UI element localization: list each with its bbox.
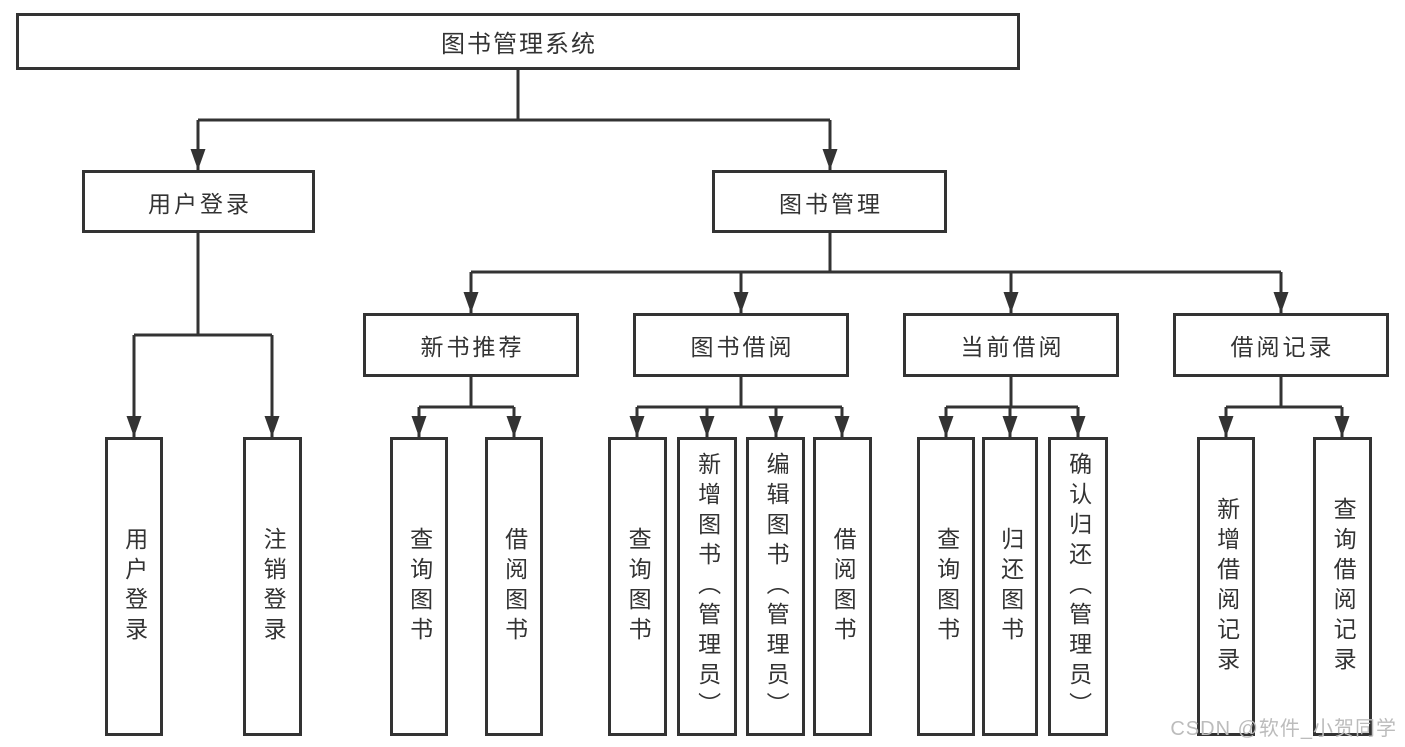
node-new-book-recommend: 新书推荐 [363, 313, 579, 377]
connector-new-book-recommend-to-leaves [411, 377, 522, 437]
leaf-current-confirm-return-admin: 确认归还（管理员） [1048, 437, 1108, 736]
leaf-newbook-query-books: 查询图书 [390, 437, 448, 736]
leaf-borrow-borrow-books: 借阅图书 [813, 437, 872, 736]
node-root: 图书管理系统 [16, 13, 1020, 70]
leaf-borrow-query-books: 查询图书 [608, 437, 667, 736]
leaf-borrow-add-books-admin: 新增图书（管理员） [677, 437, 737, 736]
connector-book-borrow-to-leaves [629, 377, 850, 437]
leaf-record-query-record: 查询借阅记录 [1313, 437, 1372, 736]
node-user-login: 用户登录 [82, 170, 315, 233]
leaf-user-login: 用户登录 [105, 437, 163, 736]
connector-current-borrow-to-leaves [938, 377, 1086, 437]
leaf-borrow-edit-books-admin: 编辑图书（管理员） [746, 437, 805, 736]
connector-user-login-to-leaves [126, 233, 280, 437]
csdn-watermark: CSDN @软件_小贺同学 [1170, 718, 1397, 740]
leaf-current-query-books: 查询图书 [917, 437, 975, 736]
leaf-record-add-record: 新增借阅记录 [1197, 437, 1255, 736]
connector-book-management-to-modules [463, 233, 1289, 313]
connector-root-to-level2 [190, 70, 838, 170]
node-current-borrow: 当前借阅 [903, 313, 1119, 377]
node-book-borrow: 图书借阅 [633, 313, 849, 377]
leaf-newbook-borrow-books: 借阅图书 [485, 437, 543, 736]
leaf-logout: 注销登录 [243, 437, 302, 736]
node-book-management: 图书管理 [712, 170, 947, 233]
leaf-current-return-books: 归还图书 [982, 437, 1038, 736]
connector-borrow-record-to-leaves [1218, 377, 1350, 437]
node-borrow-record: 借阅记录 [1173, 313, 1389, 377]
